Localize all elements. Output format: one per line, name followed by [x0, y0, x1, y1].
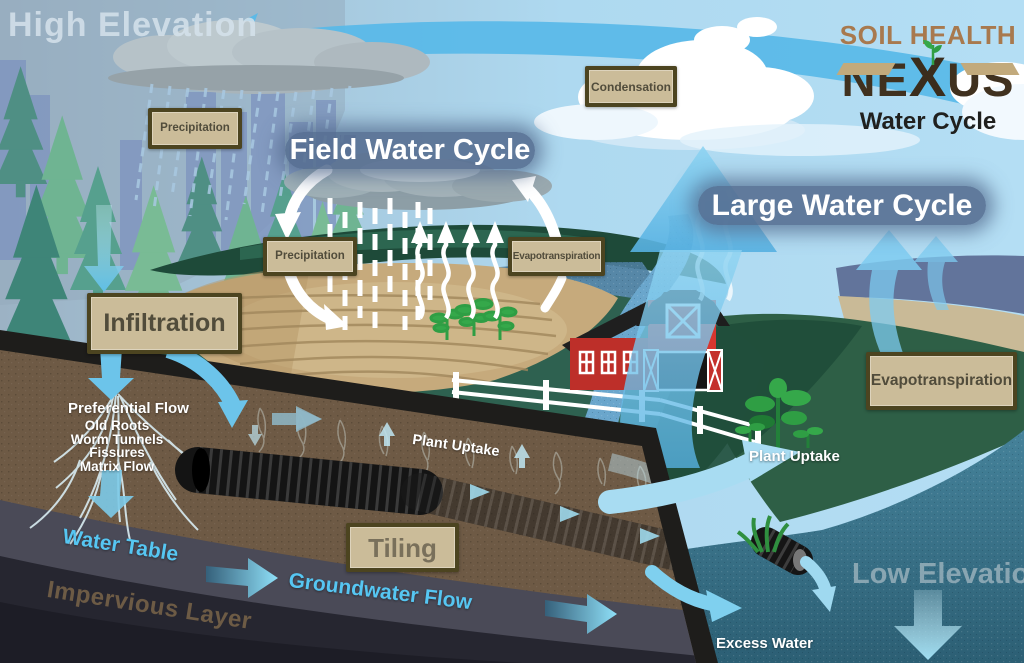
plant-uptake-right-note: Plant Uptake	[749, 448, 840, 465]
logo-nexus-ne: NE	[841, 53, 909, 106]
logo-nexus-x: X	[908, 45, 948, 108]
pipe-flow-arrows	[470, 484, 660, 544]
evaporation-arrowheads	[411, 221, 504, 243]
flow-type-fissures: Fissures	[89, 445, 145, 460]
label-evapotranspiration-field: Evapotranspiration	[508, 237, 605, 276]
preferential-flow-note: Preferential Flow	[68, 400, 189, 417]
riparian-plant	[735, 378, 823, 452]
label-tiling: Tiling	[346, 523, 459, 572]
label-precipitation-field: Precipitation	[263, 237, 357, 276]
tile-pipe-faded	[401, 473, 696, 579]
flow-type-worm-tunnels: Worm Tunnels	[70, 431, 164, 447]
tile-pipe-main	[175, 447, 443, 515]
logo-nexus: NEXUS	[836, 40, 1020, 106]
label-infiltration: Infiltration	[87, 293, 242, 354]
excess-water-note: Excess Water	[716, 635, 814, 652]
field-seedlings	[429, 298, 518, 340]
sprout-icon	[923, 40, 942, 65]
field-water-cycle-title: Field Water Cycle	[289, 134, 531, 166]
logo-subtitle: Water Cycle	[859, 108, 997, 135]
label-precipitation-highland: Precipitation	[148, 108, 242, 149]
label-condensation: Condensation	[585, 66, 677, 107]
soil-uptake-arrows	[248, 422, 530, 468]
soil-health-nexus-logo: SOIL HEALTH NEXUS Water Cycle	[836, 20, 1020, 136]
low-elevation-title: Low Elevation	[852, 558, 1024, 590]
high-elevation-title: High Elevation	[8, 6, 259, 44]
label-evapotranspiration-large: Evapotranspiration	[866, 352, 1017, 410]
large-water-cycle-band: Large Water Cycle	[698, 186, 986, 225]
field-water-cycle-band: Field Water Cycle	[285, 132, 535, 169]
logo-nexus-us: US	[947, 53, 1015, 106]
logo-bar-right	[960, 63, 1020, 75]
atmosphere-transport-arrow	[193, 13, 1013, 117]
highland-rain-cloud	[108, 20, 430, 94]
flow-type-old-roots: Old Roots	[84, 418, 150, 433]
flow-arrows	[206, 440, 962, 660]
flow-type-matrix-flow: Matrix Flow	[79, 458, 155, 474]
logo-bar-left	[836, 63, 896, 75]
grass-tuft	[736, 515, 790, 554]
flow-types-list: Old Roots Worm Tunnels Fissures Matrix F…	[52, 419, 182, 473]
large-water-cycle-title: Large Water Cycle	[711, 188, 973, 222]
